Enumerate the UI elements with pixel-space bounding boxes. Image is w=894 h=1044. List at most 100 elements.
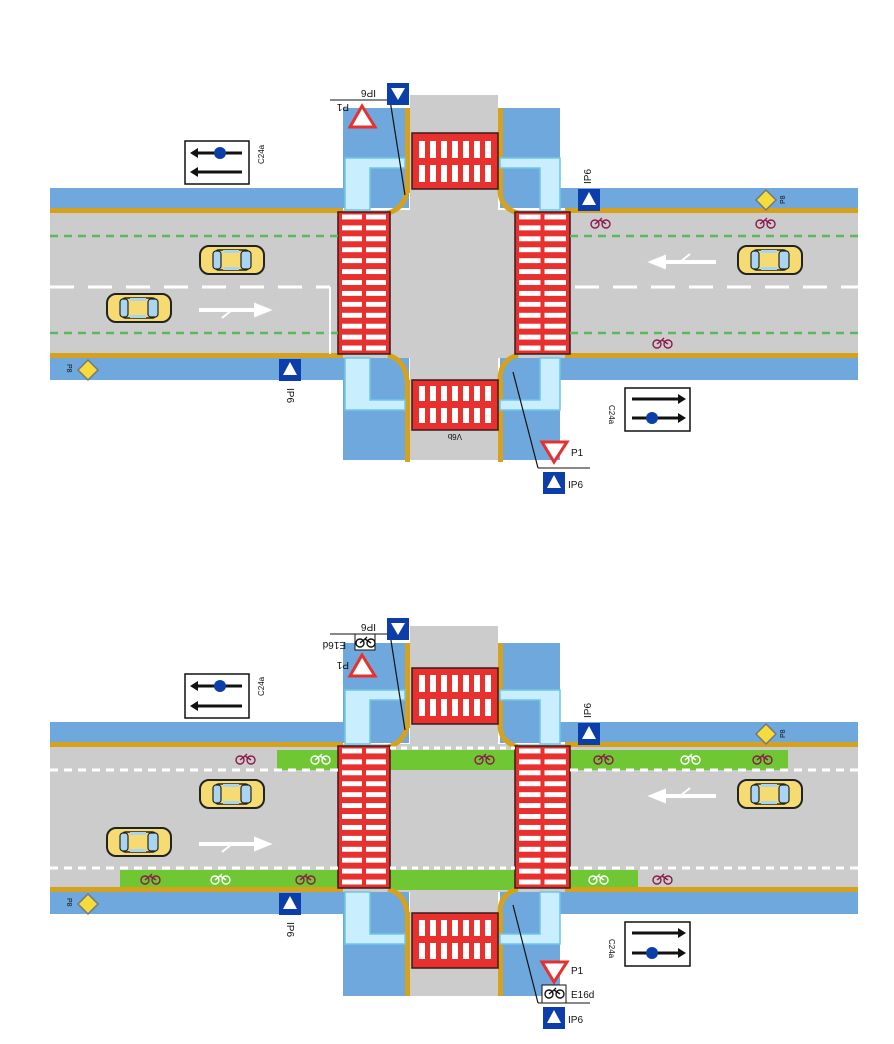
zebra-stripe	[366, 345, 386, 351]
zebra-stripe	[519, 269, 541, 275]
zebra-stripe	[544, 280, 566, 285]
zebra-stripe	[366, 879, 386, 885]
zebra-stripe	[519, 247, 541, 253]
label-e16d-bottom: E16d	[571, 990, 594, 1001]
label-ip6-left: IP6	[284, 922, 295, 937]
zebra-stripe	[519, 258, 541, 264]
label-p8-left: P8	[65, 364, 72, 373]
zebra-stripe	[544, 846, 566, 852]
bike-lane	[390, 750, 515, 770]
zebra-stripe	[544, 803, 566, 809]
label-e16d-top: E16d	[323, 639, 346, 650]
zebra-stripe	[519, 835, 541, 841]
label-ip6-bottom: IP6	[568, 480, 583, 491]
zebra-stripe	[519, 312, 541, 318]
label-c24a-left: C24a	[257, 676, 266, 696]
label-p8-right: P8	[780, 729, 787, 738]
zebra-stripe	[342, 759, 362, 765]
zebra-stripe	[342, 792, 362, 798]
car-icon	[199, 245, 265, 275]
zebra-stripe	[342, 857, 362, 863]
zebra-stripe	[519, 323, 541, 329]
label-ip6-top: IP6	[361, 621, 376, 632]
car-icon	[106, 827, 172, 857]
zebra-stripe	[366, 846, 386, 852]
zebra-stripe	[342, 824, 362, 830]
zebra-stripe	[366, 814, 386, 819]
zebra-stripe	[544, 748, 566, 754]
zebra-stripe	[544, 857, 566, 863]
zebra-stripe	[519, 334, 541, 340]
left-upper-verge	[50, 188, 350, 208]
lane-arrow-icon	[647, 253, 716, 270]
label-p8-right: P8	[780, 195, 787, 204]
label-v6b: V6b	[447, 432, 462, 441]
zebra-stripe	[342, 868, 362, 874]
zebra-stripe	[544, 214, 566, 220]
zebra-stripe	[342, 301, 362, 307]
zebra-stripe	[366, 770, 386, 776]
pedestrian-crossing-sign-icon	[387, 618, 409, 640]
zebra-stripe	[519, 824, 541, 830]
north-crossing	[411, 667, 499, 725]
zebra-stripe	[544, 312, 566, 318]
zebra-stripe	[519, 846, 541, 852]
yield-sign-icon	[347, 103, 378, 129]
lane-arrow-icon	[199, 302, 273, 319]
lane-arrow-icon	[199, 836, 273, 853]
zebra-stripe	[342, 280, 362, 285]
zebra-stripe	[519, 792, 541, 798]
zebra-stripe	[366, 290, 386, 296]
one-way-sign-icon	[624, 387, 691, 432]
left-lower-verge	[50, 358, 350, 380]
zebra-stripe	[544, 301, 566, 307]
zebra-stripe	[519, 879, 541, 885]
diagram-bottom: IP6 E16d P1 C24a IP6 P8	[50, 618, 858, 1029]
zebra-stripe	[366, 214, 386, 220]
zebra-stripe	[544, 759, 566, 765]
zebra-stripe	[366, 280, 386, 285]
label-p1-bottom: P1	[571, 448, 584, 459]
zebra-stripe	[519, 759, 541, 765]
zebra-stripe	[544, 236, 566, 242]
zebra-stripe	[519, 868, 541, 874]
label-ip6-bottom: IP6	[568, 1015, 583, 1026]
zebra-stripe	[342, 814, 362, 819]
pedestrian-crossing-sign-icon	[387, 83, 409, 105]
car-icon	[199, 779, 265, 809]
car-icon	[737, 245, 803, 275]
label-p1-top: P1	[336, 659, 349, 670]
zebra-stripe	[544, 345, 566, 351]
zebra-stripe	[342, 770, 362, 776]
zebra-stripe	[366, 857, 386, 863]
priority-road-sign-icon	[76, 892, 100, 916]
zebra-stripe	[544, 770, 566, 776]
bike-path-sign-icon	[541, 984, 567, 1004]
lane-arrow-icon	[647, 787, 716, 804]
diagram-top: IP6 P1 C24a IP6 P8 P8	[50, 83, 858, 494]
pedestrian-crossing-sign-icon	[543, 1007, 565, 1029]
priority-road-sign-icon	[76, 358, 100, 382]
zebra-stripe	[342, 323, 362, 329]
zebra-stripe	[519, 803, 541, 809]
zebra-stripe	[544, 792, 566, 798]
yield-sign-icon	[539, 440, 570, 465]
bike-lane	[390, 870, 515, 890]
zebra-stripe	[366, 236, 386, 242]
zebra-stripe	[366, 323, 386, 329]
east-crossing	[514, 745, 571, 889]
zebra-stripe	[342, 312, 362, 318]
zebra-stripe	[366, 759, 386, 765]
zebra-stripe	[342, 879, 362, 885]
yield-sign-icon	[347, 652, 378, 678]
zebra-stripe	[366, 792, 386, 798]
priority-road-sign-icon	[754, 188, 778, 212]
priority-road-sign-icon	[754, 722, 778, 746]
zebra-stripe	[519, 345, 541, 351]
zebra-stripe	[519, 748, 541, 754]
zebra-stripe	[519, 781, 541, 787]
zebra-stripe	[366, 835, 386, 841]
pedestrian-crossing-sign-icon	[279, 359, 301, 381]
zebra-stripe	[366, 748, 386, 754]
